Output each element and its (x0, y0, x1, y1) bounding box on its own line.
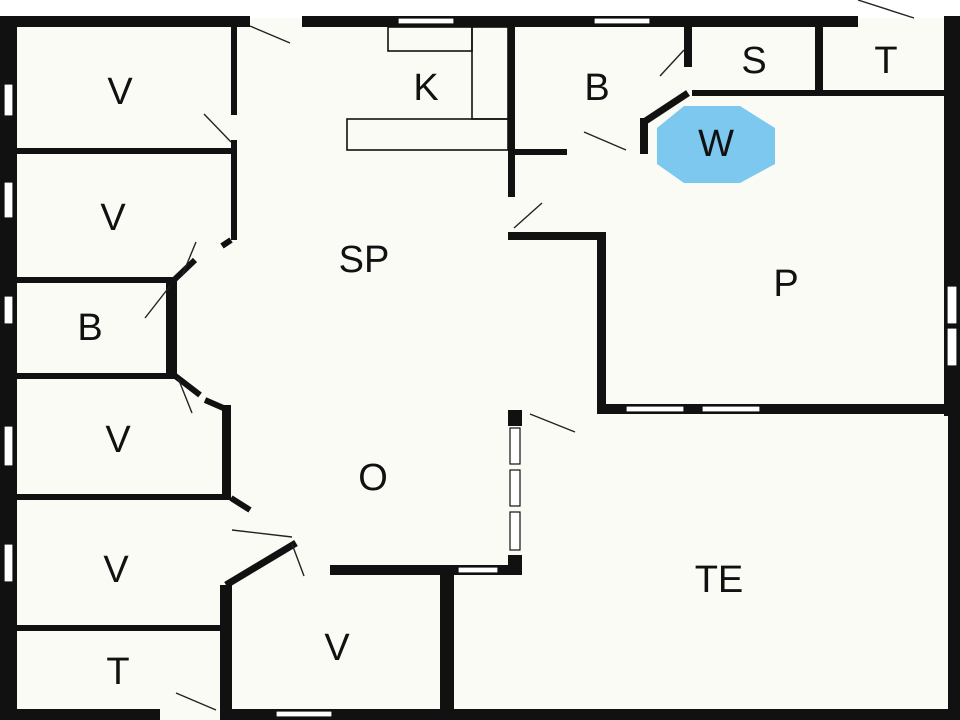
room-label-v1: V (107, 71, 133, 113)
room-label-v-bottom: V (324, 627, 350, 669)
room-label-s: S (741, 40, 766, 82)
room-label-t-top: T (874, 40, 897, 82)
room-label-b-left: B (77, 307, 102, 349)
floor-area (8, 18, 956, 720)
room-label-sp: SP (339, 239, 390, 281)
door-swings (144, 0, 915, 711)
room-label-te: TE (695, 559, 744, 601)
room-label-v2: V (100, 197, 126, 239)
washer-marker (657, 106, 775, 183)
room-label-w: W (698, 123, 734, 165)
room-label-k: K (413, 67, 438, 109)
kitchen-counters (346, 26, 509, 151)
room-label-t-bottom: T (106, 651, 129, 693)
windows (3, 17, 958, 718)
room-label-v3: V (105, 419, 131, 461)
room-label-o: O (358, 457, 388, 499)
interior-walls (17, 27, 948, 715)
room-label-b-top: B (584, 67, 609, 109)
room-labels: V V B V V T V SP O K B S T W P TE (77, 40, 897, 693)
room-label-v4: V (103, 549, 129, 591)
room-label-p: P (773, 263, 798, 305)
